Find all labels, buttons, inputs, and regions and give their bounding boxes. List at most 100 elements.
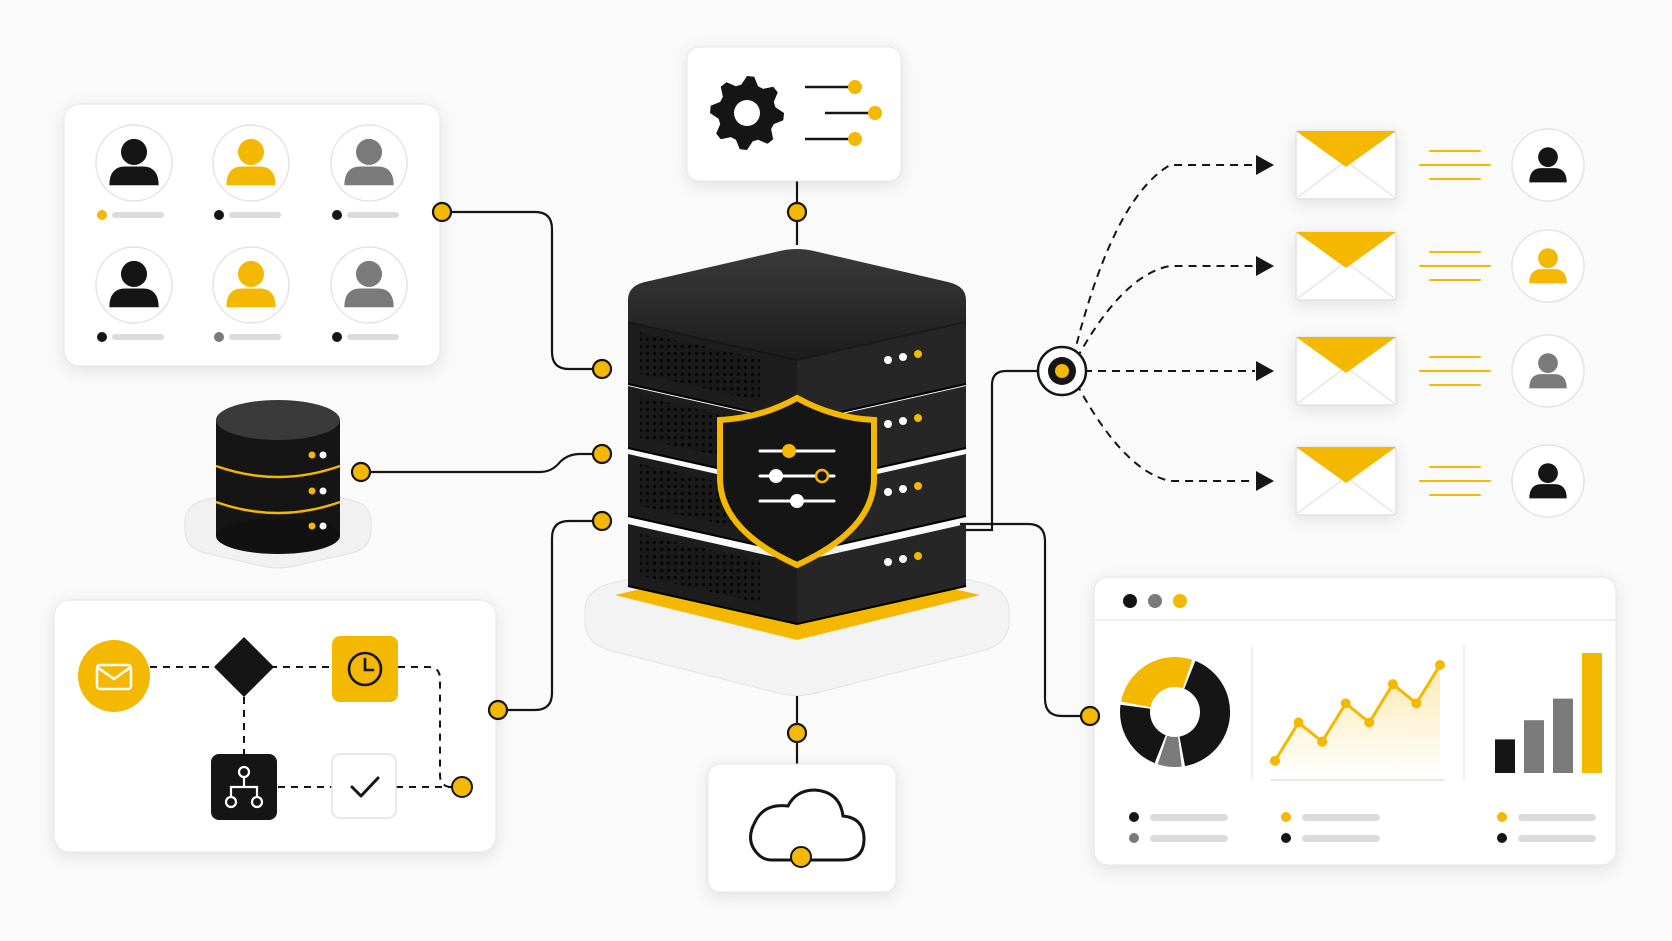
donut-slice [1157,735,1182,768]
status-led [914,350,922,358]
clock-node [332,636,398,702]
user-avatar-icon [1529,147,1567,183]
legend-dot [1129,812,1139,822]
config-lines [805,85,872,141]
cloud-card [707,763,897,893]
user-avatar-icon [344,260,394,308]
email-rows [1295,128,1585,518]
hierarchy-icon [224,765,264,809]
line-point [1435,660,1445,670]
user-card [212,246,290,342]
arrowheads [1256,155,1274,491]
envelope-icon [95,663,133,691]
status-led [914,482,922,490]
window-dot [1148,594,1162,608]
status-dot [332,210,342,220]
user-card [330,124,408,220]
email-row [1295,334,1585,408]
connector-server-to-dashboard [960,522,1090,718]
email-row [1295,444,1585,518]
connector-dot-server-1 [591,358,613,380]
legend-dot [1497,833,1507,843]
status-led [884,356,892,364]
legend-placeholder [1150,814,1228,821]
envelope-icon [1295,130,1397,200]
users-panel [63,103,441,367]
bar-chart [1495,653,1602,773]
donut-chart [1120,657,1231,768]
area-fill [1275,665,1440,780]
line-point [1317,736,1328,747]
analytics-dashboard [1093,576,1617,866]
donut-slice [1120,704,1166,764]
legend-placeholder [1518,835,1596,842]
database-icon [184,400,372,569]
user-card [330,246,408,342]
status-led [899,353,907,361]
status-dot [97,332,107,342]
window-dot [1173,594,1187,608]
user-avatar-icon [109,138,159,186]
hub-email-routes [1069,164,1255,482]
user-avatar-icon [109,260,159,308]
user-avatar-icon [344,138,394,186]
legend-placeholder [1518,814,1596,821]
legend-dot [1497,812,1507,822]
status-led [914,414,922,422]
bar [1582,653,1602,773]
user-avatar-icon [1529,248,1567,284]
speed-lines [1419,251,1491,281]
user-card [95,124,173,220]
status-led [899,555,907,563]
connector-workflow-to-server [498,519,602,712]
status-led [884,420,892,428]
line-point [1340,698,1351,709]
connector-dot-server-2 [591,443,613,465]
window-dot [1123,594,1137,608]
envelope-icon [1295,336,1397,406]
line-chart [1270,660,1445,781]
status-dot [332,332,342,342]
email-row [1295,128,1585,202]
legend-placeholder [1302,814,1380,821]
user-avatar-icon [1529,463,1567,499]
bar [1495,739,1515,773]
email-row [1295,229,1585,303]
connector-dot-users [431,201,453,223]
name-placeholder [229,334,281,340]
connector-dot-server-3 [591,510,613,532]
line-point [1411,698,1422,709]
name-placeholder [112,334,164,340]
user-avatar-icon [226,260,276,308]
connector-users-to-server [442,210,602,371]
name-placeholder [347,212,399,218]
workflow-end-dot [451,776,473,798]
donut-slice [1179,660,1231,767]
envelope-icon [1295,446,1397,516]
window-controls [1123,594,1187,608]
status-led [884,488,892,496]
connector-dot-workflow [487,699,509,721]
cloud-icon [749,788,866,862]
legend-dot [1281,833,1291,843]
workflow-email-node [78,640,150,712]
line-point [1364,717,1375,728]
connector-dot-cloud [786,722,808,744]
status-led [899,485,907,493]
legend-placeholder [1150,835,1228,842]
speed-lines [1419,466,1491,496]
status-led [884,558,892,566]
decision-diamond [214,637,274,697]
legend-placeholder [1302,835,1380,842]
connector-dot-database [350,461,372,483]
status-dot [214,210,224,220]
speed-lines [1419,150,1491,180]
bar [1524,720,1544,773]
envelope-icon [1295,231,1397,301]
connector-database-to-server [361,452,602,474]
user-card [212,124,290,220]
settings-card [686,46,902,182]
distribution-hub-icon [1036,345,1088,397]
status-led [899,417,907,425]
